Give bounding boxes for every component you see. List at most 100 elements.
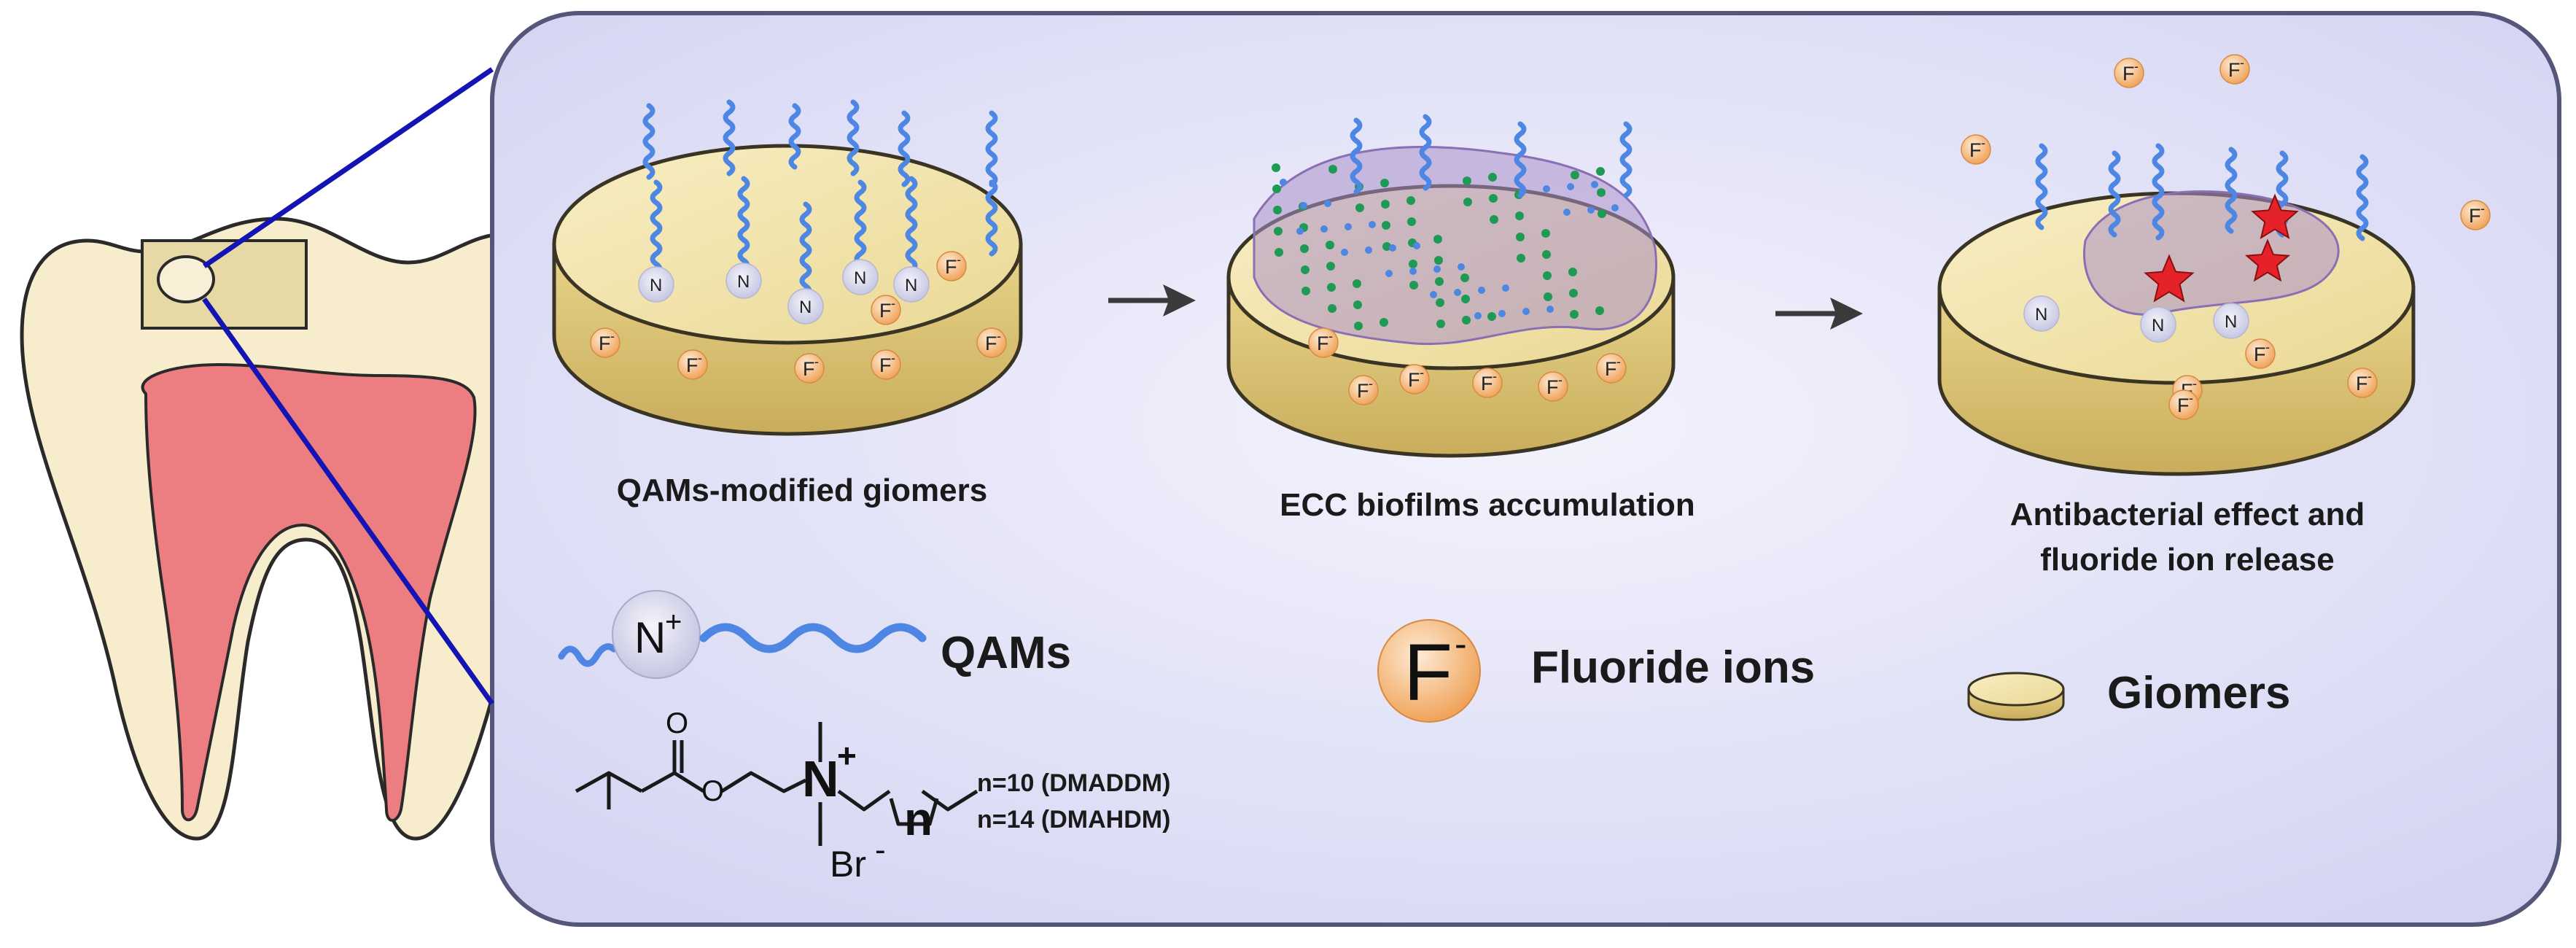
qam-n-plus-label: N [2225,312,2237,332]
biofilm-mass [1253,146,1657,346]
legend-fluoride-label: Fluoride ions [1531,642,1816,693]
qam-n-plus-label: N [854,268,866,288]
bacterium-cell [1382,242,1391,251]
fluoride-ion-label: F [945,256,957,278]
bacterium-cell [1301,265,1310,274]
fluoride-ion-charge: - [1981,136,1985,150]
bacterium-cell-blue [1280,179,1287,186]
bacterium-cell [1490,215,1498,224]
fluoride-ion-label: F [879,354,892,376]
bacterium-cell [1380,318,1388,327]
bacterium-cell-blue [1478,287,1485,294]
fluoride-ion-charge: - [997,329,1001,343]
fluoride-ion [2219,54,2250,85]
bacterium-cell-blue [1611,204,1619,211]
bacterium-cell-blue [1474,312,1482,319]
bacterium-cell [1568,268,1577,276]
bacterium-cell [1380,179,1389,187]
bacterium-cell [1433,235,1442,244]
bacterium-cell [1596,167,1605,176]
bacterium-cell-blue [1522,308,1530,315]
bacterium-cell-blue [1365,246,1372,254]
bacterium-cell [1327,283,1336,292]
fluoride-ion-label: F [1408,369,1420,391]
qam-chain [847,99,860,176]
arrow-step-2-to-3 [1775,298,1863,330]
fluoride-ion-charge: - [1616,354,1621,369]
molecule-variant-1: n=10 (DMADDM) [977,769,1171,797]
bacterium-cell [1407,217,1416,226]
qam-chain [2152,143,2165,241]
legend-fluoride-minus: - [1455,623,1467,664]
qam-chain [2356,154,2369,241]
kill-star-1 [2251,193,2299,239]
bacterium-cell [1541,229,1550,238]
bacterium-cell [1274,227,1283,236]
bacterium-cell [1461,295,1470,303]
bacterium-cell [1436,319,1445,328]
molecule-cation-sign: + [837,737,857,774]
fluoride-ion-charge: - [1328,329,1333,343]
fluoride-ion [1472,368,1503,398]
bacterium-cell-blue [1587,206,1595,214]
molecule-counter-ion-sign: - [875,832,886,868]
bacterium-cell [1406,196,1415,205]
fluoride-ion-charge: - [1493,369,1497,384]
disc-ecc-biofilms: F-F-F-F-F-F- [1226,114,1676,458]
fluoride-ion-label: F [2254,343,2266,365]
kill-star-3 [2144,254,2195,303]
qam-chain [1619,121,1633,198]
bacterium-cell [1275,248,1283,257]
qam-chain [1419,114,1432,191]
qam-n-plus-node [893,266,930,303]
fluoride-ion-label: F [1317,333,1329,354]
bacterium-cell-blue [1409,268,1417,275]
step-3-label-line-1: Antibacterial effect and [2009,497,2365,532]
fluoride-ion-label: F [803,358,815,380]
fluoride-ion-label: F [1546,376,1559,398]
bacterium-cell [1516,233,1525,241]
fluoride-ion-charge: - [610,329,615,343]
fluoride-ion-charge: - [2134,59,2139,74]
bacterium-cell [1353,279,1361,288]
step-1-label: QAMs-modified giomers [616,473,988,508]
qam-chain [788,103,801,170]
bacterium-cell [1272,184,1281,193]
qam-n-plus-label: N [737,272,750,292]
bacterium-cell [1273,206,1282,214]
qam-chain [1514,121,1527,198]
bacterium-cell-blue [1433,265,1441,273]
molecule-oxygen-ester: O [701,775,724,807]
bacterium-cell-blue [1498,310,1506,317]
fluoride-ion [871,349,901,380]
qam-n-plus-node [638,266,674,303]
bacterium-cell-blue [1320,225,1328,233]
qam-chain [985,110,998,187]
arrow-step-1-to-2 [1108,284,1196,316]
bacterium-cell [1353,300,1362,309]
molecule-oxygen-carbonyl: O [666,707,688,739]
bacterium-cell [1301,287,1310,295]
fluoride-ion [2245,338,2276,369]
fluoride-ion [2168,389,2199,420]
tooth-pulp [141,362,477,822]
chemical-structure [575,722,978,846]
bacterium-cell [1436,298,1444,307]
bacterium-cell [1517,254,1525,263]
bacterium-cell-blue [1543,185,1550,193]
bacterium-cell-blue [1454,289,1461,296]
qam-chain [2225,147,2238,234]
fluoride-ion [794,353,825,384]
bacterium-cell-blue [1546,306,1554,313]
fluoride-ion [2347,368,2378,398]
fluoride-ion [2460,200,2491,230]
fluoride-ion-charge: - [2192,376,2197,391]
molecule-cation: N [802,750,839,807]
bacterium-cell [1597,188,1606,197]
fluoride-ion-label: F [599,333,611,354]
bacterium-cell-blue [1591,181,1598,188]
bacterium-cell-blue [1413,242,1420,249]
qam-chain [1350,117,1363,195]
